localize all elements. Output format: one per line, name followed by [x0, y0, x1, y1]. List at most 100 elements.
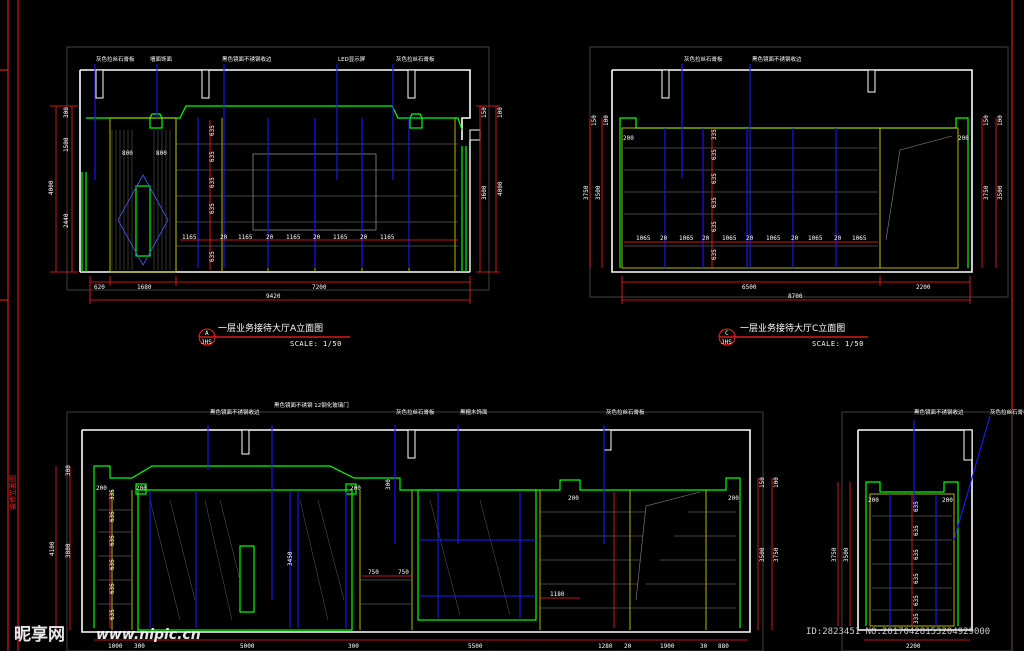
dim-b-mid-5: 635	[109, 609, 116, 620]
dim-a-right-3: 4000	[497, 181, 504, 196]
watermark: 昵享网 www.nipic.cn ID:2823451 NO:201704281…	[14, 624, 990, 645]
dim-b-small-2: 1180	[550, 591, 565, 598]
trim-d	[865, 481, 959, 626]
grooves-a	[176, 143, 458, 247]
dim-b-door-0: 200	[96, 485, 107, 492]
dim-c-row-8: 1065	[808, 235, 823, 242]
dim-c-mid-5: 635	[711, 249, 718, 260]
grooves-b	[98, 491, 736, 609]
dim-b-door-1: 200	[136, 485, 147, 492]
dim-a-row-8: 1165	[380, 234, 395, 241]
wall-outline-a	[80, 69, 471, 140]
dim-b-door-4: 3450	[287, 551, 294, 566]
side-label: 装修立面图	[8, 475, 17, 510]
dim-b-door-2: 200	[350, 485, 361, 492]
marker-a-top: A	[205, 330, 209, 337]
trim-b	[93, 465, 741, 631]
dim-lines-b	[55, 466, 773, 641]
dim-c-right-3: 3500	[997, 185, 1004, 200]
dim-d-corner-1: 200	[942, 497, 953, 504]
dim-b-right-0: 150	[759, 477, 766, 488]
dim-c-row-6: 1065	[766, 235, 781, 242]
dim-b-small-0: 750	[368, 569, 379, 576]
dim-c-right-2: 3750	[983, 185, 990, 200]
scale-c: SCALE: 1/50	[812, 340, 864, 348]
grooves-c	[624, 135, 953, 247]
dim-a-right-0: 150	[481, 107, 488, 118]
viewport-frame-b	[66, 411, 764, 651]
elevation-d: 2200 3750 3500 635 635 635 635 635 335 2…	[831, 408, 1024, 651]
dim-d-corner-0: 200	[868, 497, 879, 504]
note-a-1: 墙面饰面	[150, 55, 173, 63]
wall-outline-b	[81, 429, 751, 633]
dim-c-mid-1: 635	[711, 149, 718, 160]
title-c: 一层业务接待大厅C立面图	[740, 322, 845, 334]
dim-b-bottom-5: 1280	[598, 643, 613, 650]
dim-c-row-4: 1065	[722, 235, 737, 242]
dim-a-left-0: 300	[63, 107, 70, 118]
dim-a-left-3: 2440	[63, 213, 70, 228]
note-a-4: 灰色拉丝石膏板	[396, 55, 435, 63]
note-b-2: 灰色拉丝石膏板	[396, 408, 435, 416]
dim-b-right-1: 100	[773, 477, 780, 488]
dim-b-door-5: 300	[385, 479, 392, 490]
dim-b-bottom-2: 5000	[240, 643, 255, 650]
dim-b-left-2: 3800	[65, 543, 72, 558]
viewport-frame-d	[841, 411, 1013, 651]
elevation-b: 1000 300 5000 300 5500 1280 20 1900 30 8…	[49, 401, 780, 651]
note-b-3: 黑檀木饰面	[460, 408, 488, 416]
dim-d-left-1: 3500	[843, 547, 850, 562]
wall-outline-c	[611, 69, 973, 273]
dim-a-row-5: 20	[313, 234, 321, 241]
dim-c-corner-1: 200	[958, 135, 969, 142]
door-hatch-a	[111, 130, 171, 270]
dim-c-corner-0: 200	[623, 135, 634, 142]
dim-b-small-1: 750	[398, 569, 409, 576]
dim-c-bottom-1: 2200	[916, 284, 931, 291]
dim-c-row-9: 20	[834, 235, 842, 242]
dim-c-row-10: 1065	[852, 235, 867, 242]
dim-c-row-2: 1065	[679, 235, 694, 242]
dim-b-mid-2: 635	[109, 535, 116, 546]
dim-a-bottom-1: 1680	[137, 284, 152, 291]
note-b-0: 黑色镜面不锈钢收边	[210, 408, 260, 416]
dim-d-mid-3: 635	[913, 573, 920, 584]
watermark-url: www.nipic.cn	[96, 627, 201, 643]
dim-a-right-1: 100	[497, 107, 504, 118]
watermark-id: ID:2823451 NO:20170428153204929000	[806, 627, 990, 637]
dim-b-mid-0: 335	[109, 489, 116, 500]
elevation-c: 6500 2200 8700 1065 20 1065 20 1065 20 1…	[583, 46, 1009, 348]
viewport-frame-c	[589, 46, 1009, 298]
dim-c-left-3: 3500	[595, 185, 602, 200]
note-c-0: 灰色拉丝石膏板	[684, 55, 723, 63]
dim-a-mid-1: 635	[209, 151, 216, 162]
dim-c-mid-0: 335	[711, 129, 718, 140]
note-d-0: 黑色镜面不锈钢收边	[914, 408, 964, 416]
dim-a-row-4: 1165	[286, 234, 301, 241]
dim-d-bottom-0: 2200	[906, 643, 921, 650]
watermark-site: 昵享网	[14, 624, 65, 645]
dim-c-left-1: 100	[603, 115, 610, 126]
dim-c-left-2: 3750	[583, 185, 590, 200]
dim-c-right-0: 150	[983, 115, 990, 126]
dim-b-bottom-4: 5500	[468, 643, 483, 650]
dim-b-door-3: 200	[568, 495, 579, 502]
dim-a-right-2: 3600	[481, 185, 488, 200]
dim-b-bottom-1: 300	[134, 643, 145, 650]
dim-c-bottom-0: 6500	[742, 284, 757, 291]
dim-b-bottom-8: 30	[700, 643, 708, 650]
dim-a-total: 9420	[266, 293, 281, 300]
dim-a-mid-0: 635	[209, 125, 216, 136]
dim-a-bottom-0: 620	[94, 284, 105, 291]
leaders-c	[664, 64, 837, 268]
dim-a-mid-2: 635	[209, 177, 216, 188]
dim-b-right-3: 3750	[773, 547, 780, 562]
dim-b-left-1: 4100	[49, 541, 56, 556]
dim-a-bottom-2: 7200	[312, 284, 327, 291]
dim-a-mid-3: 635	[209, 203, 216, 214]
dim-lines-d	[837, 482, 970, 641]
dim-a-row-3: 20	[266, 234, 274, 241]
dim-a-mid-4: 635	[209, 251, 216, 262]
dim-a-door-0: 800	[122, 150, 133, 157]
